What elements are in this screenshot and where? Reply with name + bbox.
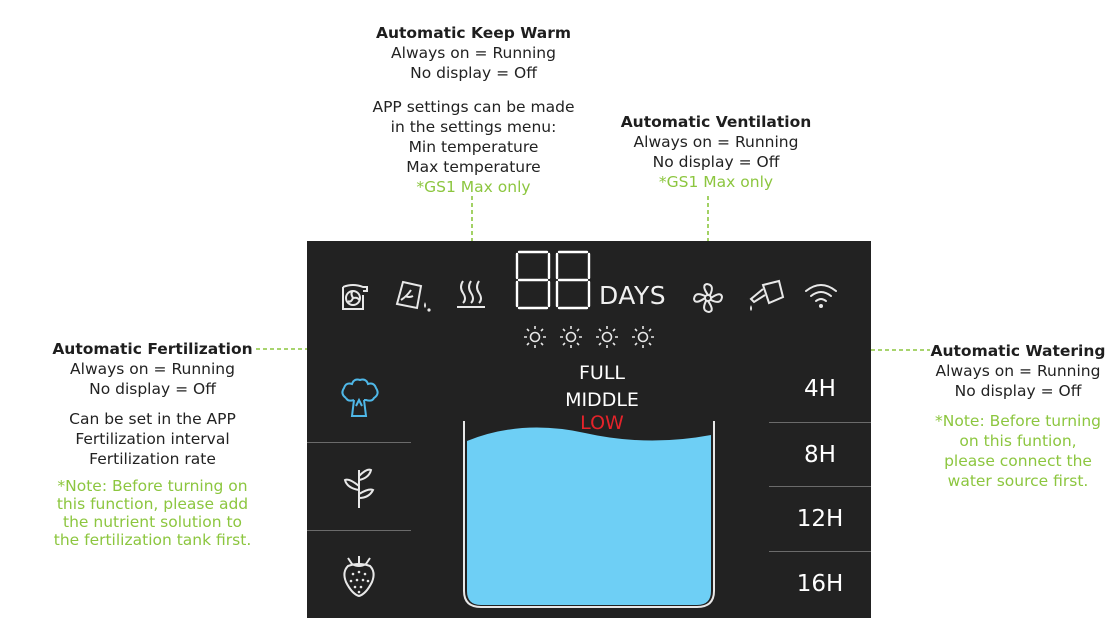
sun-icon — [560, 326, 582, 348]
ventilation-callout: Automatic Ventilation Always on = Runnin… — [596, 112, 836, 192]
watering-note: on this funtion, — [959, 432, 1077, 450]
keep-warm-callout: Automatic Keep Warm Always on = Running … — [336, 23, 611, 197]
level-low: LOW — [580, 412, 624, 434]
fertilization-title: Automatic Fertilization — [52, 340, 253, 358]
right-divider — [769, 422, 871, 423]
days-label: DAYS — [599, 281, 667, 310]
strawberry-mode-button[interactable] — [307, 531, 411, 619]
watering-title: Automatic Watering — [930, 342, 1106, 360]
heat-icon — [457, 280, 485, 308]
watering-callout: Automatic Watering Always on = Running N… — [920, 341, 1116, 491]
fertilization-setting: Fertilization interval — [75, 430, 230, 448]
timer-12h-button[interactable]: 12H — [796, 506, 844, 532]
watering-note: *Note: Before turning — [935, 412, 1101, 430]
ventilation-note: *GS1 Max only — [658, 173, 774, 191]
herb-icon — [343, 468, 375, 508]
timer-4h-button[interactable]: 4H — [804, 376, 836, 402]
fertilization-off: No display = Off — [89, 380, 216, 398]
tank-outline — [463, 421, 715, 608]
days-display: 88 — [513, 249, 591, 310]
left-divider — [307, 530, 411, 531]
keep-warm-setting: Min temperature — [408, 138, 539, 156]
fertilization-setting: Can be set in the APP — [69, 410, 236, 428]
timer-16h-button[interactable]: 16H — [796, 571, 844, 597]
left-divider — [307, 442, 411, 443]
water-fill — [467, 427, 711, 605]
keep-warm-setting: in the settings menu: — [390, 118, 557, 136]
fan-heater-icon — [342, 284, 368, 310]
watering-note: please connect the — [944, 452, 1092, 470]
fertilization-note: the fertilization tank first. — [53, 531, 252, 549]
ventilation-fan-icon — [692, 282, 724, 314]
sun-icons-row — [523, 325, 663, 351]
water-tank — [463, 421, 715, 608]
broccoli-icon — [341, 378, 379, 417]
keep-warm-off: No display = Off — [410, 64, 537, 82]
timer-8h-button[interactable]: 8H — [804, 442, 836, 468]
keep-warm-title: Automatic Keep Warm — [375, 24, 572, 42]
watering-can-icon — [749, 279, 785, 311]
right-divider — [769, 486, 871, 487]
fertilization-running: Always on = Running — [70, 360, 235, 378]
sun-icon — [632, 326, 654, 348]
keep-warm-running: Always on = Running — [391, 44, 556, 62]
ventilation-running: Always on = Running — [633, 133, 799, 151]
watering-off: No display = Off — [954, 382, 1082, 400]
herb-mode-button[interactable] — [307, 443, 411, 531]
broccoli-mode-button[interactable] — [307, 355, 411, 443]
level-full: FULL — [578, 362, 625, 384]
fertilization-note: this function, please add — [56, 495, 249, 513]
days-digits-text: 88 — [513, 249, 515, 250]
watering-running: Always on = Running — [935, 362, 1101, 380]
sun-icon — [524, 326, 546, 348]
fertilizer-icon — [395, 280, 431, 312]
control-panel: 88 DAYS — [307, 241, 871, 618]
ventilation-off: No display = Off — [652, 153, 780, 171]
ventilation-title: Automatic Ventilation — [620, 113, 812, 131]
fertilization-setting: Fertilization rate — [89, 450, 216, 468]
fertilization-callout: Automatic Fertilization Always on = Runn… — [30, 339, 275, 549]
keep-warm-setting: Max temperature — [406, 158, 541, 176]
fertilization-note: the nutrient solution to — [63, 513, 242, 531]
watering-note: water source first. — [947, 472, 1089, 490]
keep-warm-note: *GS1 Max only — [416, 178, 531, 196]
strawberry-icon — [343, 556, 375, 598]
sun-icon — [596, 326, 618, 348]
fertilization-note: *Note: Before turning on — [57, 477, 248, 495]
right-divider — [769, 551, 871, 552]
level-middle: MIDDLE — [565, 389, 639, 411]
keep-warm-setting: APP settings can be made — [372, 98, 575, 116]
wifi-icon — [805, 284, 837, 308]
